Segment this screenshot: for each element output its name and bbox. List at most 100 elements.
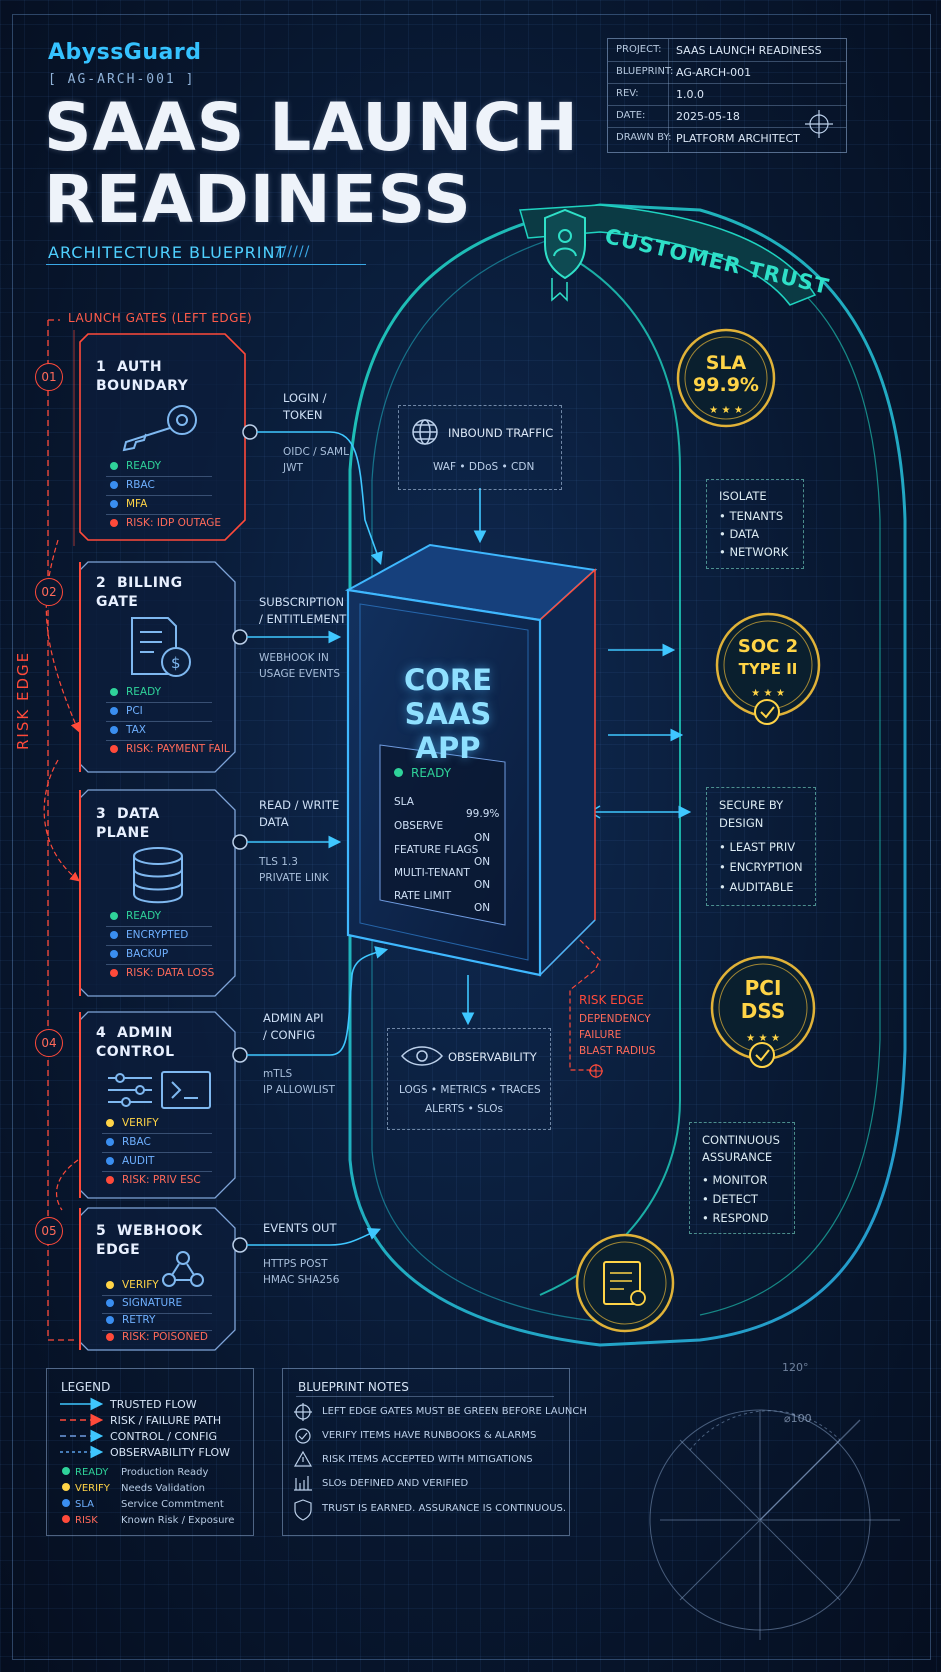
title-block: PROJECT:SAAS LAUNCH READINESS BLUEPRINT:… <box>607 38 847 153</box>
legend-line: CONTROL / CONFIG <box>110 1430 218 1443</box>
invoice-icon: $ <box>131 617 191 677</box>
legend-line: RISK / FAILURE PATH <box>110 1414 222 1427</box>
note-item: SLOs DEFINED AND VERIFIED <box>322 1478 469 1489</box>
brand-id: [ AG-ARCH-001 ] <box>48 72 196 87</box>
observability-line-1: LOGS • METRICS • TRACES <box>399 1084 541 1096</box>
tb-row: PROJECT:SAAS LAUNCH READINESS <box>608 39 846 62</box>
trust-banner <box>519 204 817 306</box>
blueprint-notes-panel <box>282 1368 570 1536</box>
certificate-seal <box>575 1233 675 1333</box>
protractor-drawing <box>649 1409 900 1640</box>
observability-box <box>387 1028 551 1130</box>
soc2-seal <box>715 612 821 725</box>
gate-4-status: RISK: PRIV ESC <box>106 1174 201 1186</box>
gate-5-status: SIGNATURE <box>106 1297 182 1309</box>
note-item: TRUST IS EARNED. ASSURANCE IS CONTINUOUS… <box>322 1503 567 1514</box>
notes-title: BLUEPRINT NOTES <box>298 1380 409 1394</box>
svg-text:$: $ <box>171 654 181 672</box>
gate-number: 05 <box>35 1217 63 1245</box>
globe-icon <box>412 419 438 445</box>
protractor-radius: ⌀100 <box>784 1412 812 1425</box>
launch-gates-label: LAUNCH GATES (LEFT EDGE) <box>68 311 253 325</box>
eye-icon <box>401 1046 443 1066</box>
gate-4-status: RBAC <box>106 1136 151 1148</box>
secure-by-design-box: SECURE BY DESIGN • LEAST PRIV • ENCRYPTI… <box>706 787 816 906</box>
gate-1-status: MFA <box>110 498 147 510</box>
note-item: LEFT EDGE GATES MUST BE GREEN BEFORE LAU… <box>322 1406 587 1417</box>
subtitle-underline <box>46 264 366 265</box>
gate-5-status: RETRY <box>106 1314 155 1326</box>
gate-4-status: VERIFY <box>106 1117 159 1129</box>
core-status: READY <box>394 766 451 780</box>
page-subtitle: ARCHITECTURE BLUEPRINT <box>48 243 287 262</box>
blueprint-frame <box>12 14 931 1660</box>
inbound-traffic-box <box>398 405 562 490</box>
tb-row: BLUEPRINT:AG-ARCH-001 <box>608 61 846 84</box>
core-app-box <box>344 543 598 977</box>
gate-3-status: BACKUP <box>110 948 168 960</box>
gate-number: 04 <box>35 1029 63 1057</box>
flow-connectors <box>232 424 692 1253</box>
gate-2-status: PCI <box>110 705 143 717</box>
database-icon <box>133 847 183 904</box>
gate-outlines <box>73 330 246 1351</box>
gate-5-flow: EVENTS OUT <box>263 1221 337 1235</box>
gate-3-status: RISK: DATA LOSS <box>110 967 214 979</box>
core-risk-title: RISK EDGE <box>579 993 644 1007</box>
note-item: VERIFY ITEMS HAVE RUNBOOKS & ALARMS <box>322 1430 537 1441</box>
gate-3-status: READY <box>110 910 161 922</box>
legend-line: TRUSTED FLOW <box>110 1398 197 1411</box>
legend-panel <box>46 1368 254 1536</box>
gate-number: 01 <box>35 363 63 391</box>
gate-5-status: VERIFY <box>106 1279 159 1291</box>
sla-seal <box>676 328 776 428</box>
gate-1-status: RISK: IDP OUTAGE <box>110 517 221 529</box>
inbound-sub: WAF • DDoS • CDN <box>433 461 535 473</box>
tb-row: DRAWN BY:PLATFORM ARCHITECT <box>616 132 800 145</box>
pci-seal <box>710 955 816 1068</box>
sliders-icon <box>108 1073 152 1107</box>
key-icon <box>122 405 197 452</box>
gate-number: 02 <box>35 578 63 606</box>
observability-line-2: ALERTS • SLOs <box>425 1103 504 1115</box>
legend-line: OBSERVABILITY FLOW <box>110 1446 231 1459</box>
notes-icons <box>293 1403 313 1521</box>
title-crosshair-icon <box>805 110 833 138</box>
gate-4-flow: ADMIN API/ CONFIG <box>263 1011 324 1042</box>
isolate-box: ISOLATE • TENANTS • DATA • NETWORK <box>706 479 804 569</box>
inbound-title: INBOUND TRAFFIC <box>448 426 554 440</box>
gate-1-flow: LOGIN /TOKEN <box>283 391 327 422</box>
observability-title: OBSERVABILITY <box>448 1050 537 1064</box>
continuous-assurance-box: CONTINUOUS ASSURANCE • MONITOR • DETECT … <box>689 1122 795 1234</box>
gate-2-status: READY <box>110 686 161 698</box>
gate-2-status: RISK: PAYMENT FAIL <box>110 743 230 755</box>
shield-user-icon <box>544 208 586 302</box>
legend-title: LEGEND <box>61 1380 111 1394</box>
gate-1-status: READY <box>110 460 161 472</box>
protractor-angle: 120° <box>782 1361 809 1374</box>
gate-2-flow: SUBSCRIPTION/ ENTITLEMENT <box>259 595 347 626</box>
risk-rail <box>47 320 78 1341</box>
